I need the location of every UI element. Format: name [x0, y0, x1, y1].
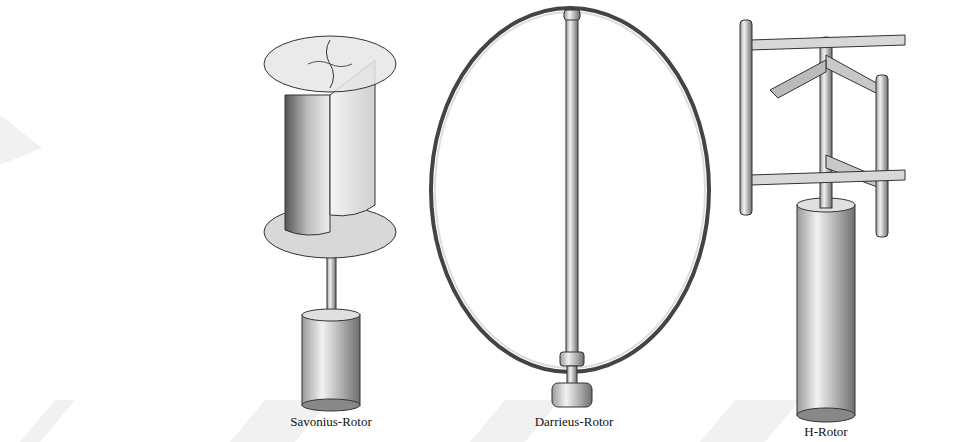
h-rotor	[740, 20, 905, 422]
watermark	[0, 115, 800, 442]
rotor-label: Savonius-Rotor	[290, 414, 372, 430]
rotor-label: H-Rotor	[804, 424, 847, 440]
savonius-rotor	[264, 36, 396, 411]
darrieus-rotor	[431, 8, 709, 407]
rotor-label: Darrieus-Rotor	[535, 414, 614, 430]
